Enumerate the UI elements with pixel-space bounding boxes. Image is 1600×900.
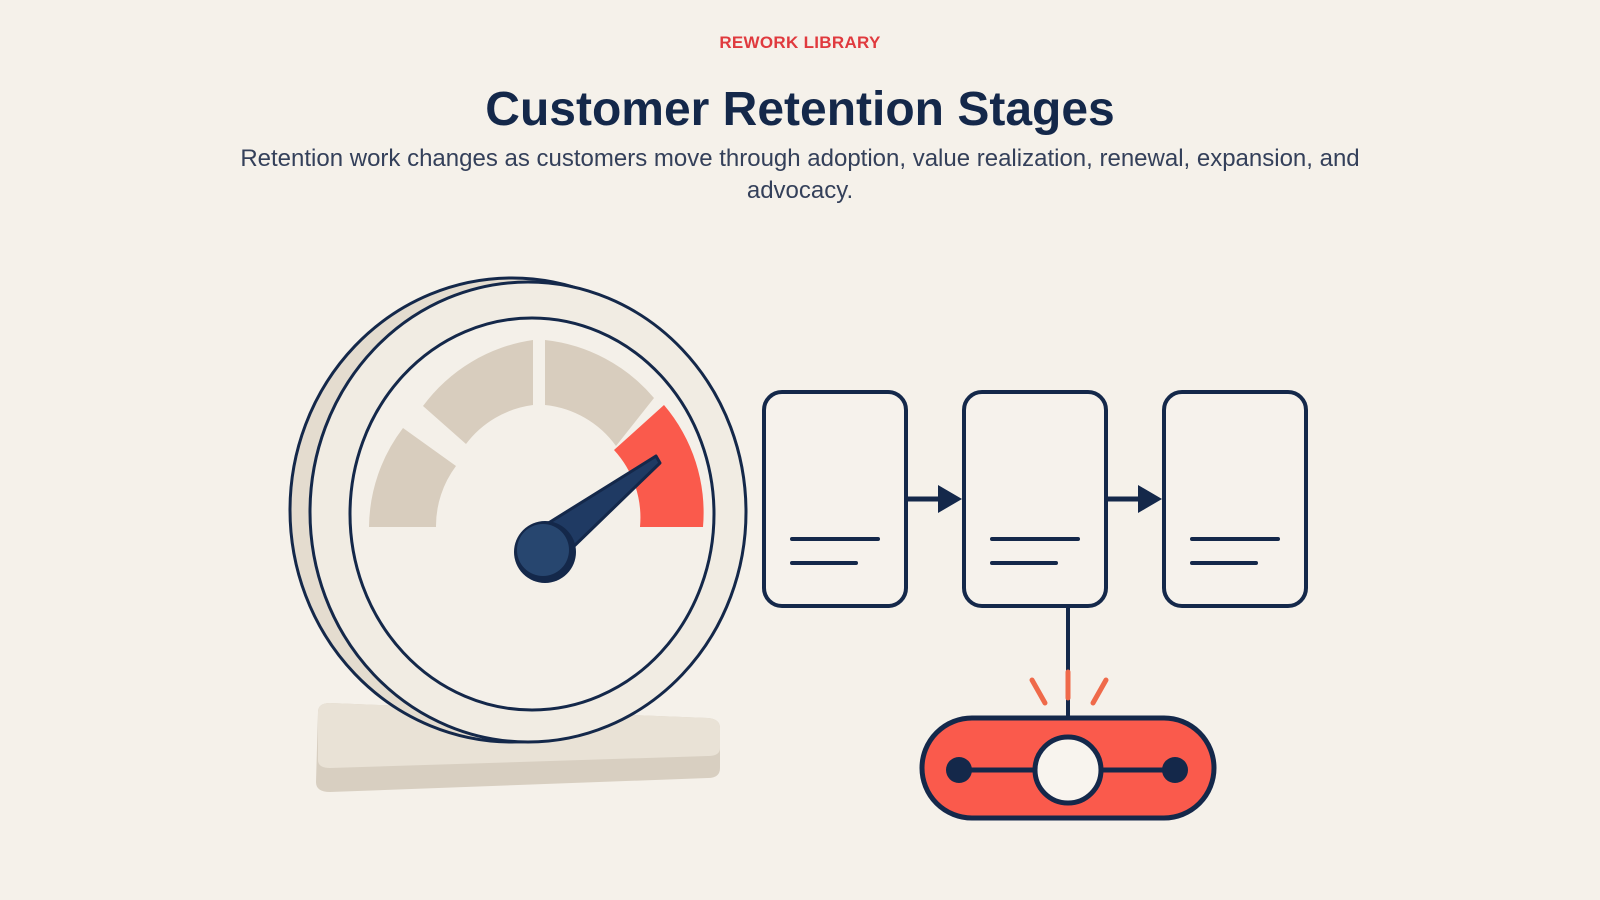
process-flow-icon bbox=[762, 390, 1308, 608]
flow-arrow-2 bbox=[1106, 485, 1162, 513]
speedometer-gauge-icon bbox=[288, 276, 748, 792]
alert-spark-icon bbox=[1029, 669, 1109, 706]
page-title: Customer Retention Stages bbox=[485, 83, 1115, 136]
alert-node-center bbox=[1032, 734, 1104, 806]
gauge-needle bbox=[514, 454, 662, 583]
gauge-segment-3 bbox=[545, 340, 654, 446]
page-subtitle: Retention work changes as customers move… bbox=[240, 145, 1360, 204]
stage-card-3 bbox=[1162, 390, 1308, 608]
flow-arrow-1 bbox=[906, 485, 962, 513]
eyebrow-label: REWORK LIBRARY bbox=[719, 33, 881, 52]
stage-card-2 bbox=[962, 390, 1108, 608]
stage-card-1 bbox=[762, 390, 908, 608]
pipeline-alert-icon bbox=[919, 606, 1217, 821]
gauge-segment-1 bbox=[369, 428, 456, 527]
gauge-segment-2 bbox=[423, 340, 533, 444]
